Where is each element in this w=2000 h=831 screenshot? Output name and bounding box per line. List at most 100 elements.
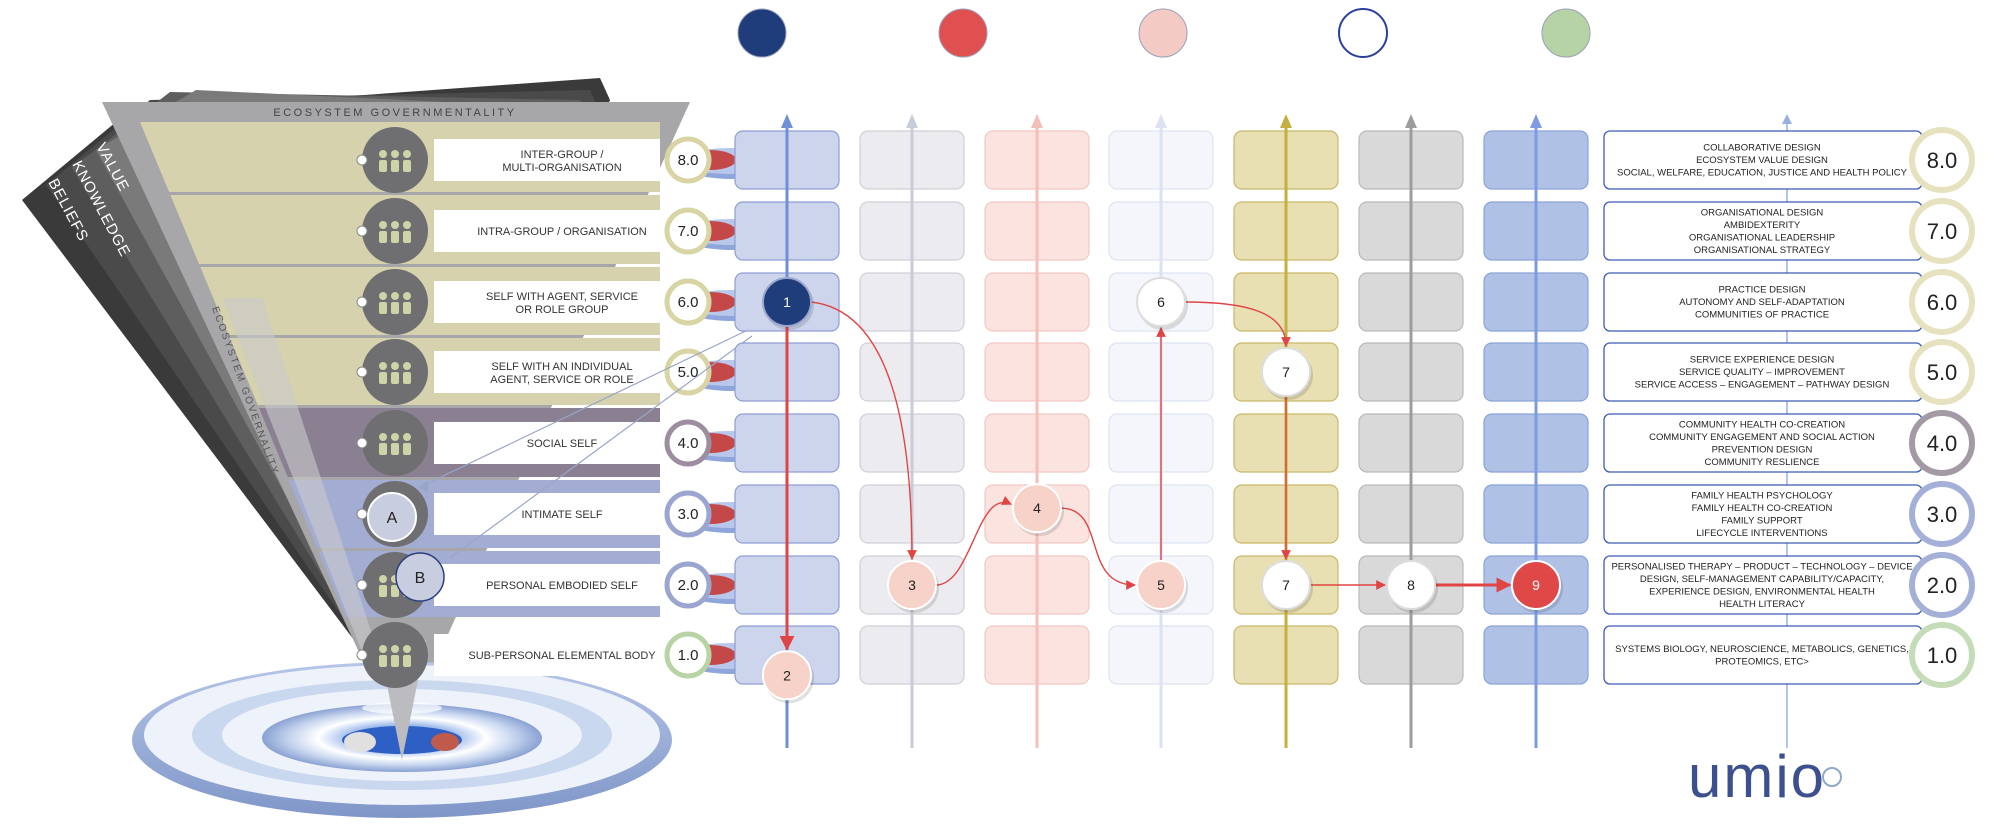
description-line: COLLABORATIVE DESIGN [1703, 143, 1821, 154]
journey-node: 7 [1261, 560, 1313, 613]
description-line: ORGANISATIONAL DESIGN [1701, 207, 1824, 218]
description-score: 6.0 [1927, 290, 1958, 315]
level-label-box [434, 564, 660, 606]
description-line: SOCIAL, WELFARE, EDUCATION, JUSTICE AND … [1617, 168, 1908, 179]
level-score-ring [664, 348, 712, 396]
description-line: FAMILY HEALTH CO-CREATION [1692, 503, 1833, 514]
description-score: 2.0 [1927, 573, 1958, 598]
level-score-ring [664, 136, 712, 184]
practice-disc [132, 640, 672, 818]
description-score-ring [1909, 127, 1975, 193]
description-line: ORGANISATIONAL LEADERSHIP [1689, 232, 1835, 243]
description-line: PRACTICE DESIGN [1718, 285, 1805, 296]
marker-b-label: B [415, 570, 426, 587]
description-line: COMMUNITY HEALTH CO-CREATION [1679, 419, 1845, 430]
journey-node: 6 [1136, 277, 1188, 330]
level-score-ring [664, 419, 712, 467]
level-label: SUB-PERSONAL ELEMENTAL BODY [468, 650, 656, 662]
description-row: COMMUNITY HEALTH CO-CREATION COMMUNITY EN… [1603, 410, 1975, 476]
matrix-column [1108, 114, 1214, 748]
description-row: FAMILY HEALTH PSYCHOLOGY FAMILY HEALTH CO… [1603, 481, 1975, 547]
marker-a-label: A [387, 510, 398, 527]
description-row: SYSTEMS BIOLOGY, NEUROSCIENCE, METABOLIC… [1603, 622, 1975, 688]
description-score: 1.0 [1927, 643, 1958, 668]
matrix-grid [734, 114, 1589, 748]
legend-dot [737, 8, 787, 58]
journey-node-label: 6 [1157, 294, 1165, 310]
description-line: EXPERIENCE DESIGN, ENVIRONMENTAL HEALTH [1649, 586, 1875, 597]
journey-arrow [1184, 301, 1291, 347]
legend-dot [1138, 8, 1188, 58]
level-label-box [434, 422, 660, 464]
matrix-column [1358, 114, 1464, 748]
description-line: SYSTEMS BIOLOGY, NEUROSCIENCE, METABOLIC… [1615, 644, 1909, 655]
level-score: 6.0 [678, 294, 699, 311]
description-score-ring [1909, 198, 1975, 264]
logo-text: umio [1688, 743, 1826, 810]
description-line: FAMILY SUPPORT [1721, 515, 1802, 526]
journey-node-label: 3 [908, 577, 916, 593]
description-line: DESIGN, SELF-MANAGEMENT CAPABILITY/CAPAC… [1640, 574, 1884, 585]
journey-arrow [810, 301, 917, 560]
description-line: SERVICE ACCESS – ENGAGEMENT – PATHWAY DE… [1635, 380, 1890, 391]
journey-node: 5 [1136, 560, 1188, 613]
description-line: LIFECYCLE INTERVENTIONS [1696, 528, 1827, 539]
level-score-ring [664, 631, 712, 679]
matrix-column [984, 114, 1090, 748]
journey-node: 1 [762, 277, 814, 330]
description-score-ring [1909, 269, 1975, 335]
level-score: 1.0 [678, 647, 699, 664]
description-line: AMBIDEXTERITY [1724, 220, 1801, 231]
journey-node-label: 2 [783, 667, 791, 683]
description-score-ring [1909, 622, 1975, 688]
level-label-box [434, 139, 660, 181]
level-label-box [434, 493, 660, 535]
legend-dots [737, 8, 1591, 58]
description-score: 8.0 [1927, 148, 1958, 173]
legend-dot [1541, 8, 1591, 58]
legend-dot [938, 8, 988, 58]
description-score: 4.0 [1927, 431, 1958, 456]
description-line: PERSONALISED THERAPY – PRODUCT – TECHNOL… [1611, 561, 1912, 572]
level-label-box [434, 634, 660, 676]
journey-node-label: 9 [1532, 577, 1540, 593]
level-score: 5.0 [678, 364, 699, 381]
level-label: SOCIAL SELF [527, 438, 598, 450]
description-score-ring [1909, 552, 1975, 618]
marker-b: B [395, 335, 753, 602]
description-line: SERVICE QUALITY – IMPROVEMENT [1679, 367, 1845, 378]
description-line: COMMUNITIES OF PRACTICE [1695, 310, 1829, 321]
description-line: PROTEOMICS, ETC> [1715, 656, 1809, 667]
level-label: INTIMATE SELF [521, 509, 602, 521]
level-score-ring [664, 278, 712, 326]
level-score-ring [664, 490, 712, 538]
description-line: ECOSYSTEM VALUE DESIGN [1696, 155, 1828, 166]
description-line: HEALTH LITERACY [1719, 599, 1806, 610]
matrix-column [859, 114, 965, 748]
journey-paths [779, 301, 1512, 651]
description-score-ring [1909, 481, 1975, 547]
description-line: FAMILY HEALTH PSYCHOLOGY [1691, 490, 1833, 501]
description-row: PERSONALISED THERAPY – PRODUCT – TECHNOL… [1603, 552, 1975, 618]
level-score: 8.0 [678, 152, 699, 169]
journey-node-label: 5 [1157, 577, 1165, 593]
description-line: ORGANISATIONAL STRATEGY [1694, 245, 1831, 256]
description-box [1603, 625, 1923, 685]
journey-node-label: 4 [1033, 500, 1041, 516]
level-label-box [434, 210, 660, 252]
journey-node-label: 1 [783, 294, 791, 310]
journey-node: 2 [762, 650, 814, 704]
description-score-ring [1909, 339, 1975, 405]
description-score: 7.0 [1927, 219, 1958, 244]
matrix-column [1233, 114, 1339, 748]
description-score-ring [1909, 410, 1975, 476]
description-score: 3.0 [1927, 502, 1958, 527]
description-line: COMMUNITY ENGAGEMENT AND SOCIAL ACTION [1649, 432, 1875, 443]
